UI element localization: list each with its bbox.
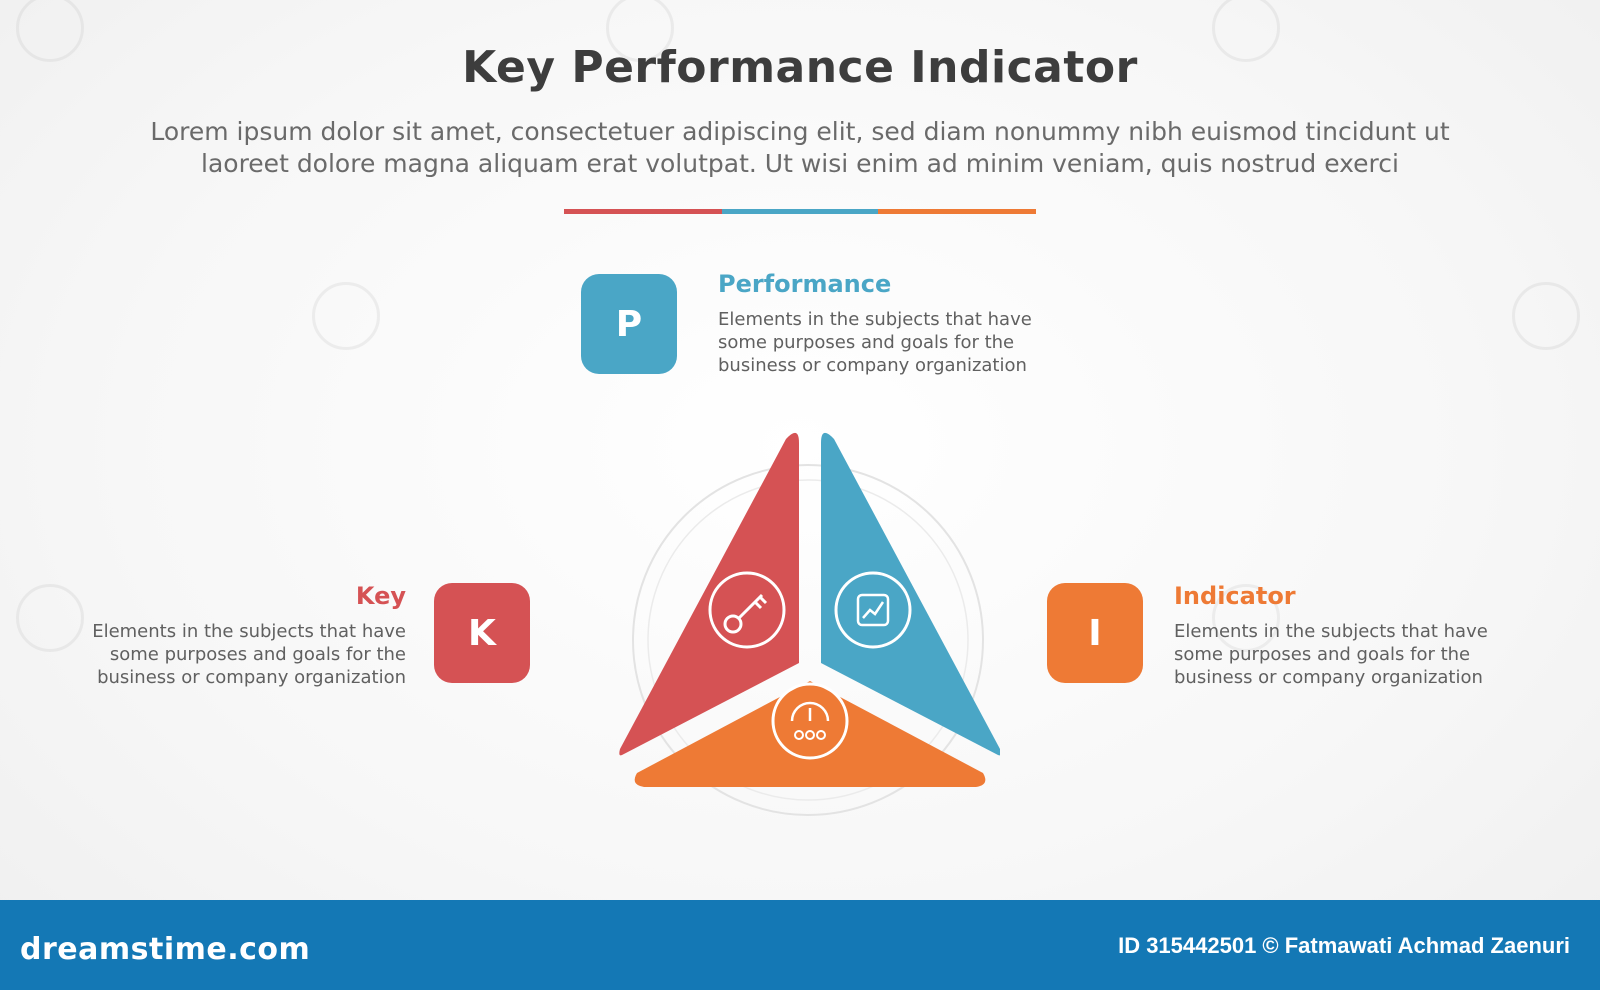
segment-indicator [634,681,986,787]
divider-orange [878,209,1036,214]
watermark-swirl-icon [1212,0,1280,62]
desc-line: Elements in the subjects that have [92,621,406,642]
watermark-swirl-icon [1512,282,1580,350]
desc-indicator: Elements in the subjects that have some … [1174,620,1534,689]
segment-key [619,432,799,756]
badge-letter: P [615,303,643,345]
page-subtitle: Lorem ipsum dolor sit amet, consectetuer… [110,116,1490,180]
desc-line: some purposes and goals for the [109,644,406,665]
desc-line: business or company organization [97,667,406,688]
heading-key: Key [355,582,406,610]
desc-line: business or company organization [718,355,1027,376]
chart-trend-icon [834,571,912,649]
badge-letter: I [1088,612,1102,654]
divider-red [564,209,722,214]
background-ring [647,479,969,801]
segment-performance [821,433,1000,756]
footer-bar: dreamstime.com ID 315442501 © Fatmawati … [0,900,1600,990]
badge-key: K [434,583,530,683]
key-icon [708,571,786,649]
dreamstime-logo[interactable]: dreamstime.com [20,932,311,967]
watermark-swirl-icon [606,0,674,62]
desc-line: some purposes and goals for the [718,332,1015,353]
image-credit: ID 315442501 © Fatmawati Achmad Zaenuri [1118,933,1570,958]
watermark-swirl-icon [312,282,380,350]
desc-key: Elements in the subjects that have some … [46,620,406,689]
subtitle-line: Lorem ipsum dolor sit amet, consectetuer… [150,117,1450,146]
gauge-icon [771,682,849,760]
watermark-swirl-icon [16,584,84,652]
divider-blue [722,209,878,214]
desc-line: Elements in the subjects that have [1174,621,1488,642]
kpi-triangle-diagram [619,432,1000,816]
watermark-swirl-icon [16,0,84,62]
badge-performance: P [581,274,677,374]
subtitle-line: laoreet dolore magna aliquam erat volutp… [201,149,1399,178]
background-ring [632,464,984,816]
desc-line: Elements in the subjects that have [718,309,1032,330]
badge-letter: K [468,612,496,654]
watermark-swirl-icon [1212,584,1280,652]
heading-performance: Performance [718,270,892,298]
badge-indicator: I [1047,583,1143,683]
desc-performance: Elements in the subjects that have some … [718,308,1078,377]
page-title: Key Performance Indicator [462,42,1138,93]
heading-indicator: Indicator [1174,582,1296,610]
desc-line: business or company organization [1174,667,1483,688]
desc-line: some purposes and goals for the [1174,644,1471,665]
